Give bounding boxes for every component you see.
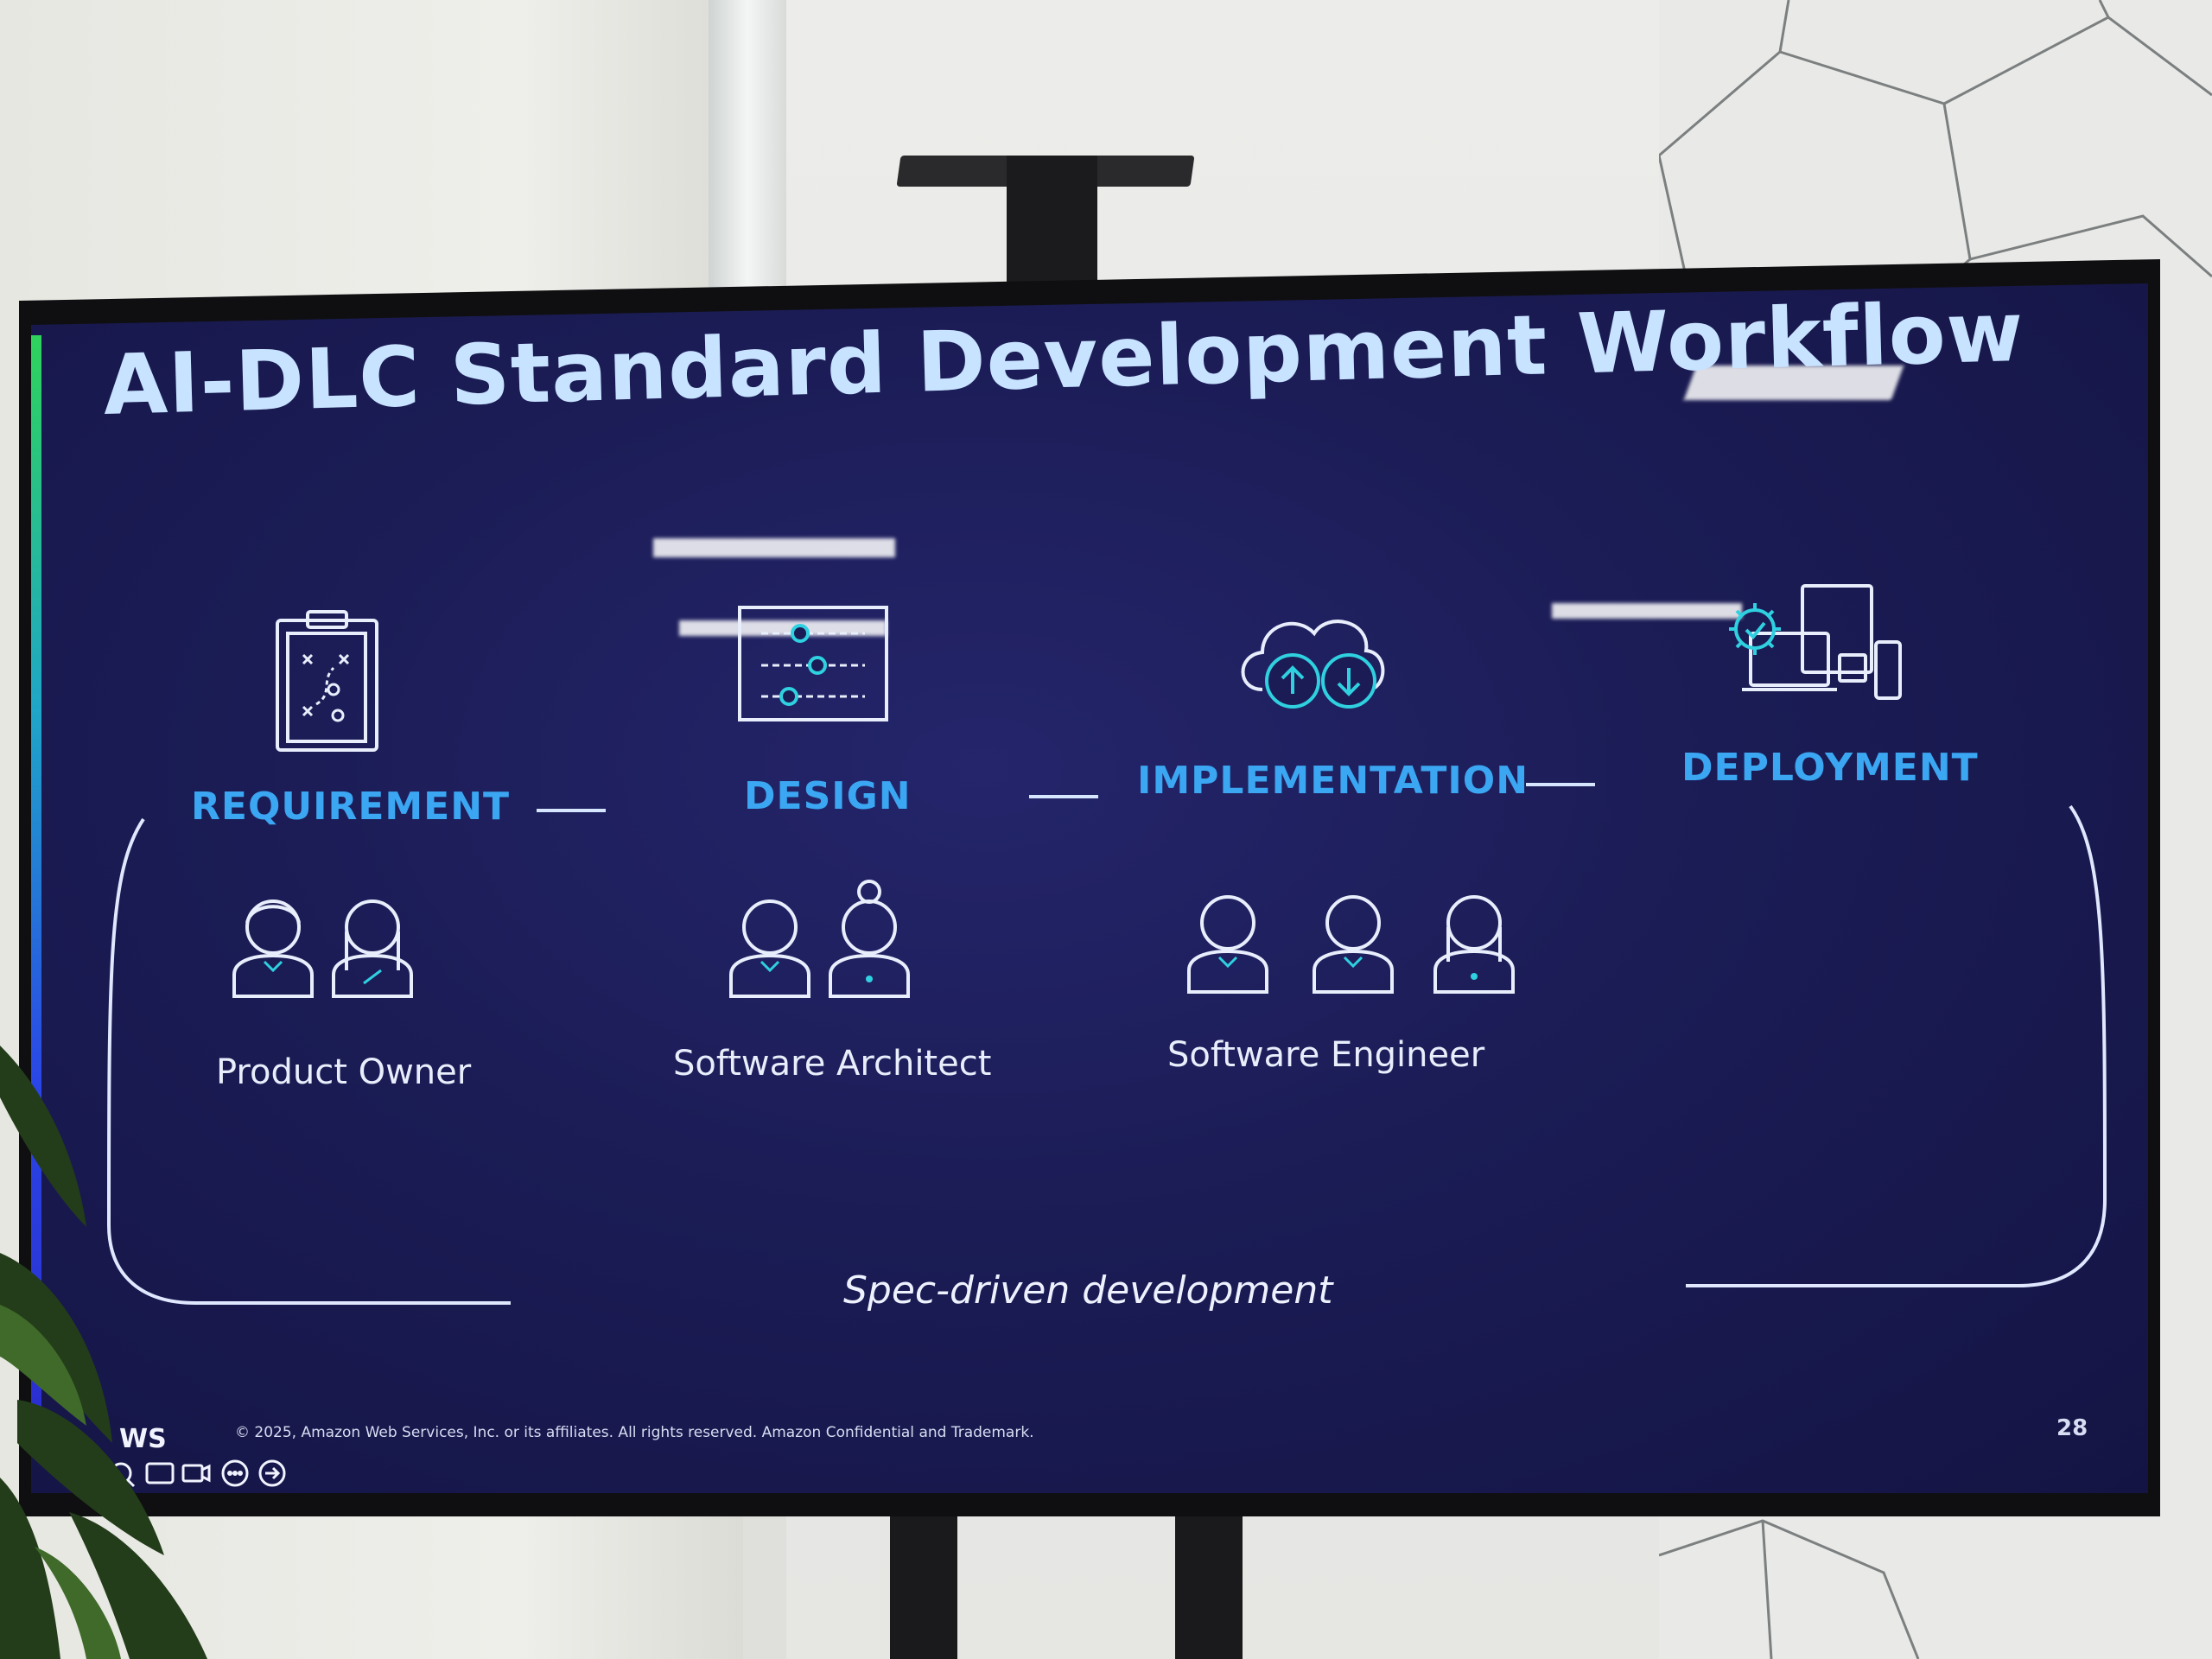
cloud-sync-icon xyxy=(1241,620,1385,709)
window-strip xyxy=(709,0,786,311)
captions-icon[interactable] xyxy=(145,1462,175,1484)
software-architect-icon xyxy=(729,880,910,998)
roles-frame xyxy=(106,804,2107,1305)
aws-logo: WS xyxy=(119,1424,167,1454)
camera-icon[interactable] xyxy=(181,1464,211,1483)
stage-label-design: DESIGN xyxy=(744,774,912,818)
more-icon[interactable] xyxy=(221,1459,249,1487)
role-label-software-engineer: Software Engineer xyxy=(1167,1035,1485,1075)
clipboard-plan-icon xyxy=(276,610,378,752)
software-engineer-icon xyxy=(1187,895,1515,994)
stand-leg-right xyxy=(1175,1503,1243,1659)
stage-label-deployment: DEPLOYMENT xyxy=(1681,746,1979,790)
stand-leg-left xyxy=(890,1503,957,1659)
role-label-software-architect: Software Architect xyxy=(673,1044,992,1084)
stage-connector xyxy=(537,809,606,812)
copyright-footer: © 2025, Amazon Web Services, Inc. or its… xyxy=(235,1424,1034,1441)
role-label-product-owner: Product Owner xyxy=(216,1052,472,1092)
product-owner-icon xyxy=(232,899,413,998)
devices-gear-icon xyxy=(1729,584,1902,700)
spec-driven-subtitle: Spec-driven development xyxy=(843,1268,1333,1313)
next-arrow-icon[interactable] xyxy=(258,1459,286,1487)
stage-connector xyxy=(1526,783,1595,786)
foreground-plant xyxy=(0,1046,207,1659)
stage-label-implementation: IMPLEMENTATION xyxy=(1137,759,1529,803)
stage-connector xyxy=(1029,795,1098,798)
slide-screen: AI-DLC Standard Development Workflow xyxy=(31,283,2148,1493)
light-reflection xyxy=(1552,603,1742,619)
page-number: 28 xyxy=(2056,1415,2088,1441)
stage-label-requirement: REQUIREMENT xyxy=(191,785,511,829)
sliders-panel-icon xyxy=(738,606,888,721)
light-reflection xyxy=(653,538,895,557)
